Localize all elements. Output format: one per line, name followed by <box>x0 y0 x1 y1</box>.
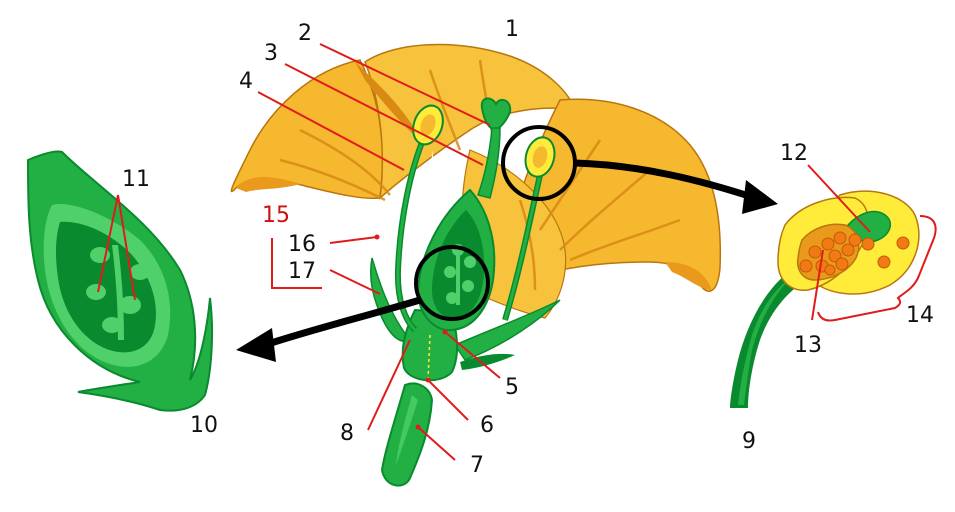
sepal-right <box>453 299 561 361</box>
label-17: 17 <box>288 259 316 284</box>
pollen-grains <box>799 231 910 276</box>
style <box>477 127 501 199</box>
label-2: 2 <box>298 21 312 46</box>
anther-detail <box>730 190 920 408</box>
stigma <box>480 97 512 132</box>
stem-highlight <box>396 395 418 465</box>
zoom-arrows <box>236 159 778 362</box>
arrow-to-ovary-detail <box>263 296 422 349</box>
label-10: 10 <box>190 413 218 438</box>
sepal-right-low <box>460 353 515 370</box>
stamen-left <box>394 104 444 333</box>
labels: 1 2 3 4 5 6 7 8 9 10 11 12 13 14 15 16 1… <box>122 17 934 478</box>
anther-detail-filament <box>730 265 810 408</box>
label-6: 6 <box>480 413 494 438</box>
pedicel-axis <box>427 334 431 381</box>
label-7: 7 <box>470 453 484 478</box>
label-8: 8 <box>340 421 354 446</box>
ovary-detail <box>26 150 214 412</box>
label-5: 5 <box>505 375 519 400</box>
label-13: 13 <box>794 333 822 358</box>
petal-left <box>230 59 384 200</box>
label-4: 4 <box>239 69 253 94</box>
label-3: 3 <box>264 41 278 66</box>
zoom-circle-ovary <box>414 245 490 321</box>
label-14: 14 <box>906 303 934 328</box>
ovary-detail-locule <box>55 221 156 353</box>
label-15: 15 <box>262 203 290 228</box>
stamen-right <box>502 136 556 321</box>
petal-right-tip-shadow <box>665 262 712 290</box>
stem-group <box>370 257 561 487</box>
sepal-left <box>370 257 412 342</box>
arrow-to-anther-detail <box>574 159 757 202</box>
label-12: 12 <box>780 141 808 166</box>
leader-lines <box>97 43 937 461</box>
pistil <box>414 97 577 332</box>
label-11: 11 <box>122 167 150 192</box>
ovules-center <box>444 244 476 305</box>
stem <box>380 382 434 487</box>
label-9: 9 <box>742 429 756 454</box>
label-16: 16 <box>288 232 316 257</box>
petal-fold-dark <box>355 62 420 140</box>
label-1: 1 <box>505 17 519 42</box>
petal-left-shadow <box>236 177 300 192</box>
ovules-detail <box>86 245 150 340</box>
